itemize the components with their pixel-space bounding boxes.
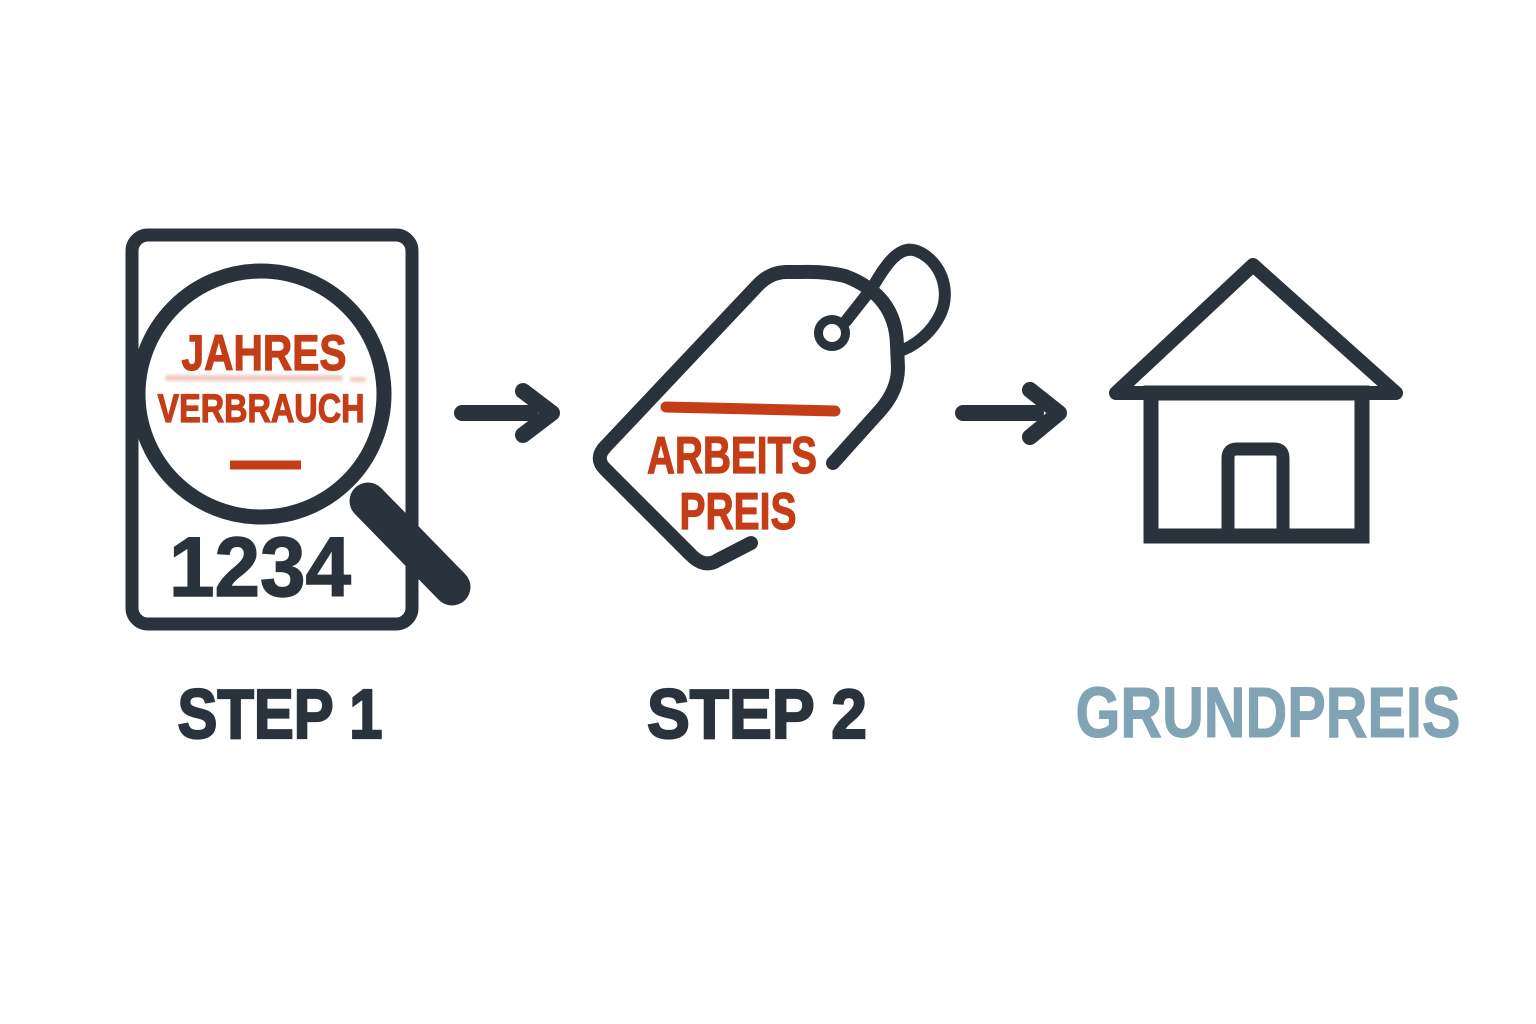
result-group: GRUNDPREIS	[1075, 258, 1461, 754]
faded-text-smudge	[165, 375, 366, 382]
step2-label: STEP 2	[647, 675, 867, 753]
magnifier-handle-icon	[349, 482, 471, 606]
magnifier-lens-icon	[130, 263, 392, 525]
document-icon	[125, 228, 419, 631]
arrow-right-icon	[454, 383, 560, 443]
tag-text-line1: ARBEITS	[647, 427, 817, 485]
price-tag-icon	[592, 264, 905, 571]
tag-text-line2: PREIS	[680, 483, 797, 541]
magnifier-text-line2: VERBRAUCH	[158, 387, 365, 431]
step2-group: ARBEITS PREIS STEP 2	[592, 243, 951, 754]
tag-string-icon	[840, 243, 951, 358]
arrow-right-icon	[955, 382, 1067, 445]
house-roof	[1109, 258, 1403, 400]
result-label: GRUNDPREIS	[1076, 674, 1461, 753]
tag-divider-line	[660, 401, 841, 417]
document-value: 1234	[169, 520, 351, 614]
house-body	[1143, 385, 1370, 544]
step1-label: STEP 1	[178, 675, 383, 753]
magnifier-text-line1: JAHRES	[182, 325, 347, 381]
tag-hole-icon	[814, 315, 850, 351]
step1-group: JAHRES VERBRAUCH 1234 STEP 1	[125, 228, 471, 754]
house-door	[1221, 442, 1290, 538]
